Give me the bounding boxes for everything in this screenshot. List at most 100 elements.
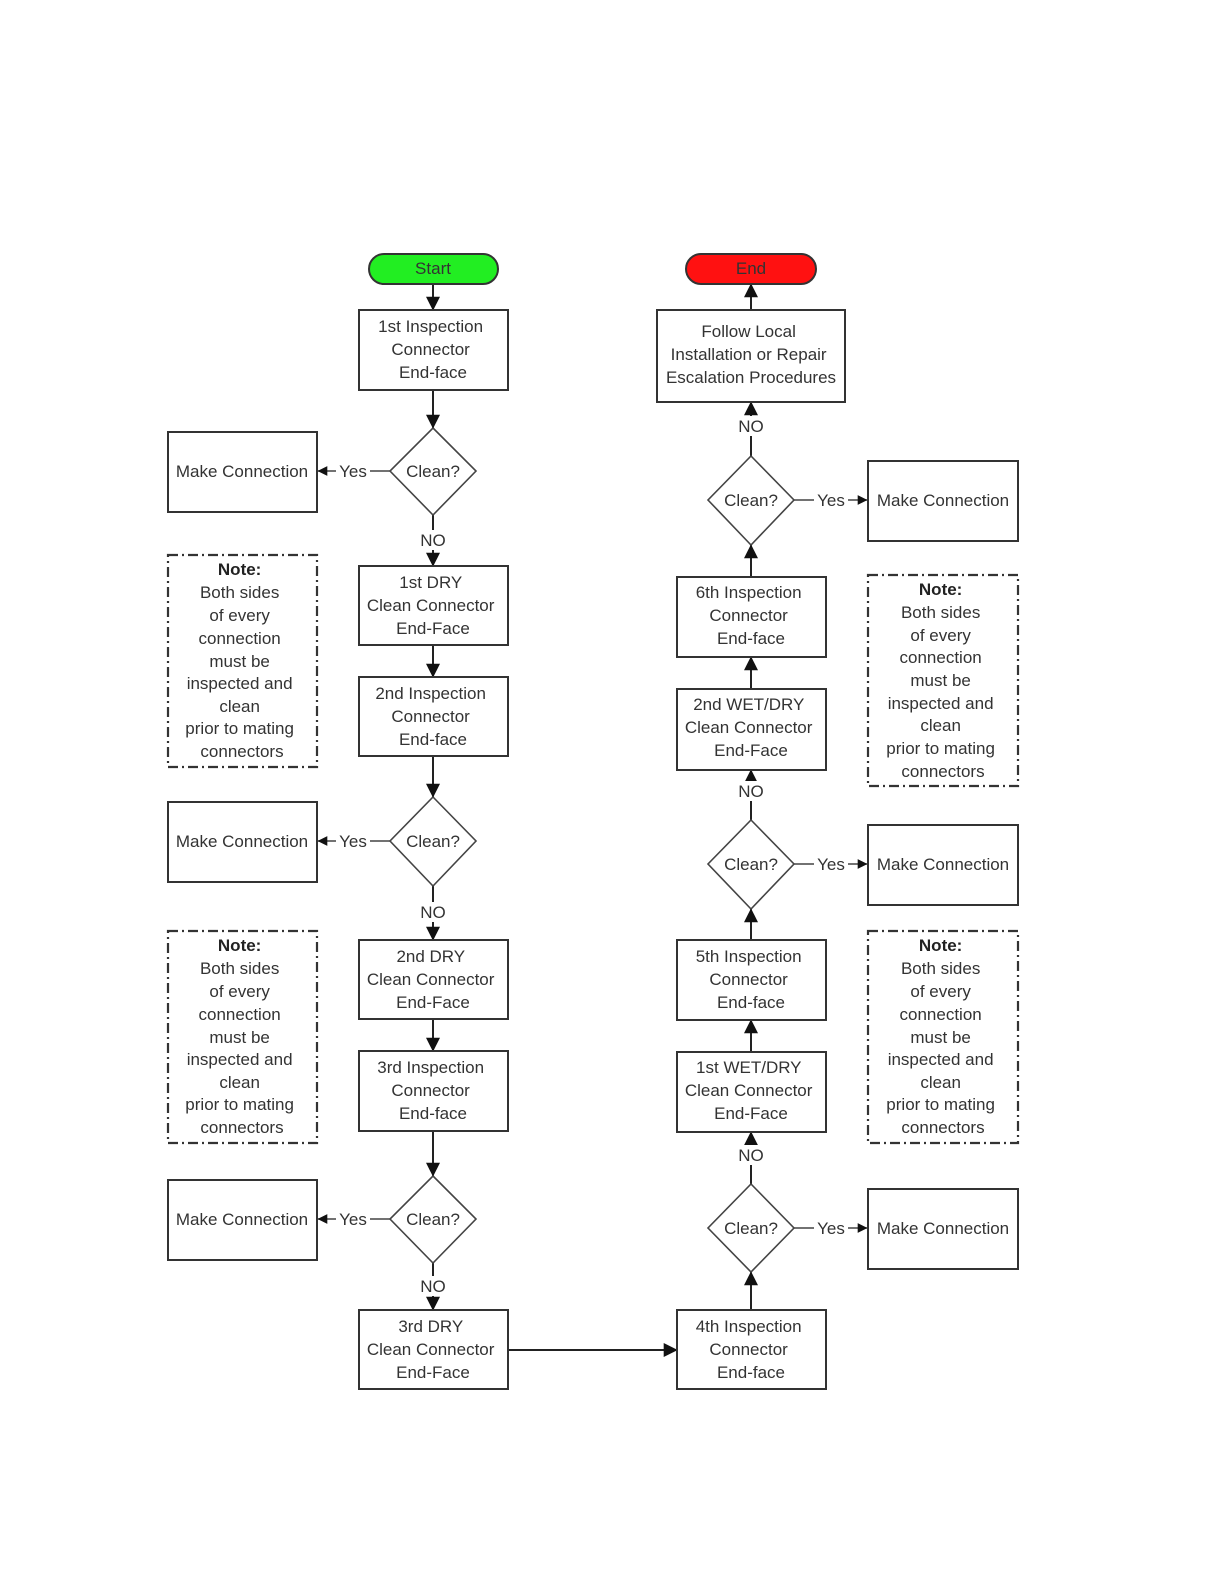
process-line: End-face [399, 730, 467, 749]
process-dry2: 2nd DRY Clean Connector End-Face [358, 939, 509, 1020]
make-connection-4: Make Connection [867, 1188, 1019, 1270]
process-line: Clean Connector [367, 1340, 495, 1359]
decision-label: Clean? [406, 1210, 460, 1229]
decision-4: Clean? [706, 1182, 796, 1274]
note-title: Note: [919, 580, 962, 599]
note-line: of every [910, 626, 971, 645]
process-line: End-Face [714, 1104, 788, 1123]
process-line: 1st DRY [399, 573, 462, 592]
svg-text:4th Inspection Connector: 4th Inspection Connector End-face [696, 1317, 807, 1382]
process-line: End-face [717, 993, 785, 1012]
decision-label: Clean? [406, 832, 460, 851]
note-line: must be [209, 652, 269, 671]
process-line: 1st WET/DRY [696, 1058, 801, 1077]
process-line: End-Face [396, 993, 470, 1012]
decision-label: Clean? [724, 1219, 778, 1238]
svg-text:3rd Inspection Connector: 3rd Inspection Connector End-face [377, 1058, 489, 1123]
note-1: Note: Both sides of every connection mus… [166, 553, 319, 769]
note-line: connectors [901, 1118, 984, 1137]
note-title: Note: [218, 560, 261, 579]
process-insp1: 1st Inspection Connector End-face [358, 309, 509, 391]
svg-text:Note: Both sides o: Note: Both sides of every connection mus… [886, 580, 999, 781]
decision-2: Clean? [388, 795, 478, 888]
note-line: clean [920, 1073, 961, 1092]
note-line: Both sides [200, 583, 279, 602]
process-line: End-face [399, 363, 467, 382]
yes-label: Yes [817, 855, 845, 874]
process-line: Connector [709, 1340, 788, 1359]
note-3: Note: Both sides of every connection mus… [866, 573, 1020, 788]
process-line: 6th Inspection [696, 583, 802, 602]
decision-6: Clean? [706, 454, 796, 547]
process-escalate: Follow Local Installation or Repair Esca… [656, 309, 846, 403]
note-line: of every [209, 982, 270, 1001]
svg-text:Follow Local Installatio: Follow Local Installation or Repair Esca… [666, 322, 836, 387]
no-label: NO [420, 1277, 446, 1296]
svg-text:1st WET/DRY Clean Connec: 1st WET/DRY Clean Connector End-Face [685, 1058, 817, 1123]
note-line: inspected and [187, 674, 293, 693]
process-line: Escalation Procedures [666, 368, 836, 387]
decision-1: Clean? [388, 426, 478, 517]
make-connection-label: Make Connection [176, 1210, 308, 1229]
no-label: NO [738, 782, 764, 801]
note-2: Note: Both sides of every connection mus… [166, 929, 319, 1145]
decision-label: Clean? [406, 462, 460, 481]
connectors [317, 283, 868, 1357]
svg-text:2nd WET/DRY Clean Connec: 2nd WET/DRY Clean Connector End-Face [685, 695, 817, 760]
note-line: clean [219, 1073, 260, 1092]
process-line: Clean Connector [367, 970, 495, 989]
process-line: 3rd DRY [398, 1317, 463, 1336]
note-line: must be [209, 1028, 269, 1047]
svg-text:5th Inspection Connector: 5th Inspection Connector End-face [696, 947, 807, 1012]
svg-text:2nd Inspection Connector: 2nd Inspection Connector End-face [375, 684, 490, 749]
note-title: Note: [919, 936, 962, 955]
note-line: clean [219, 697, 260, 716]
end-terminal: End [685, 253, 817, 285]
decision-5: Clean? [706, 818, 796, 911]
note-line: prior to mating [886, 1095, 995, 1114]
make-connection-label: Make Connection [176, 462, 308, 481]
note-line: inspected and [187, 1050, 293, 1069]
edge-labels: Yes Yes Yes Yes Yes Yes NO NO NO NO NO N… [336, 416, 848, 1296]
process-line: End-face [717, 629, 785, 648]
svg-text:6th Inspection Connector: 6th Inspection Connector End-face [696, 583, 807, 648]
process-line: Clean Connector [685, 718, 813, 737]
start-terminal: Start [368, 253, 499, 285]
decision-label: Clean? [724, 855, 778, 874]
process-line: 2nd WET/DRY [693, 695, 804, 714]
decision-label: Clean? [724, 491, 778, 510]
note-line: connection [199, 1005, 281, 1024]
process-wet1: 1st WET/DRY Clean Connector End-Face [676, 1051, 827, 1133]
decision-3: Clean? [388, 1174, 478, 1265]
process-dry3: 3rd DRY Clean Connector End-Face [358, 1309, 509, 1390]
svg-text:Note: Both sides o: Note: Both sides of every connection mus… [185, 560, 298, 761]
process-line: Clean Connector [685, 1081, 813, 1100]
note-line: prior to mating [185, 1095, 294, 1114]
yes-label: Yes [339, 462, 367, 481]
note-line: of every [910, 982, 971, 1001]
note-line: must be [910, 671, 970, 690]
svg-text:2nd DRY Clean Connector: 2nd DRY Clean Connector End-Face [367, 947, 499, 1012]
end-label: End [736, 259, 766, 278]
process-line: End-face [717, 1363, 785, 1382]
process-line: Follow Local [701, 322, 796, 341]
note-line: Both sides [901, 959, 980, 978]
make-connection-2: Make Connection [167, 801, 318, 883]
process-line: Installation or Repair [671, 345, 827, 364]
process-insp2: 2nd Inspection Connector End-face [358, 676, 509, 757]
process-line: Connector [709, 970, 788, 989]
note-title: Note: [218, 936, 261, 955]
svg-text:1st DRY Clean Connector: 1st DRY Clean Connector End-Face [367, 573, 499, 638]
note-line: Both sides [200, 959, 279, 978]
make-connection-1: Make Connection [167, 431, 318, 513]
make-connection-label: Make Connection [877, 1219, 1009, 1238]
yes-label: Yes [339, 832, 367, 851]
make-connection-3: Make Connection [167, 1179, 318, 1261]
process-line: End-Face [714, 741, 788, 760]
make-connection-label: Make Connection [877, 855, 1009, 874]
no-label: NO [420, 531, 446, 550]
no-label: NO [738, 417, 764, 436]
process-line: 1st Inspection [378, 317, 483, 336]
yes-label: Yes [339, 1210, 367, 1229]
